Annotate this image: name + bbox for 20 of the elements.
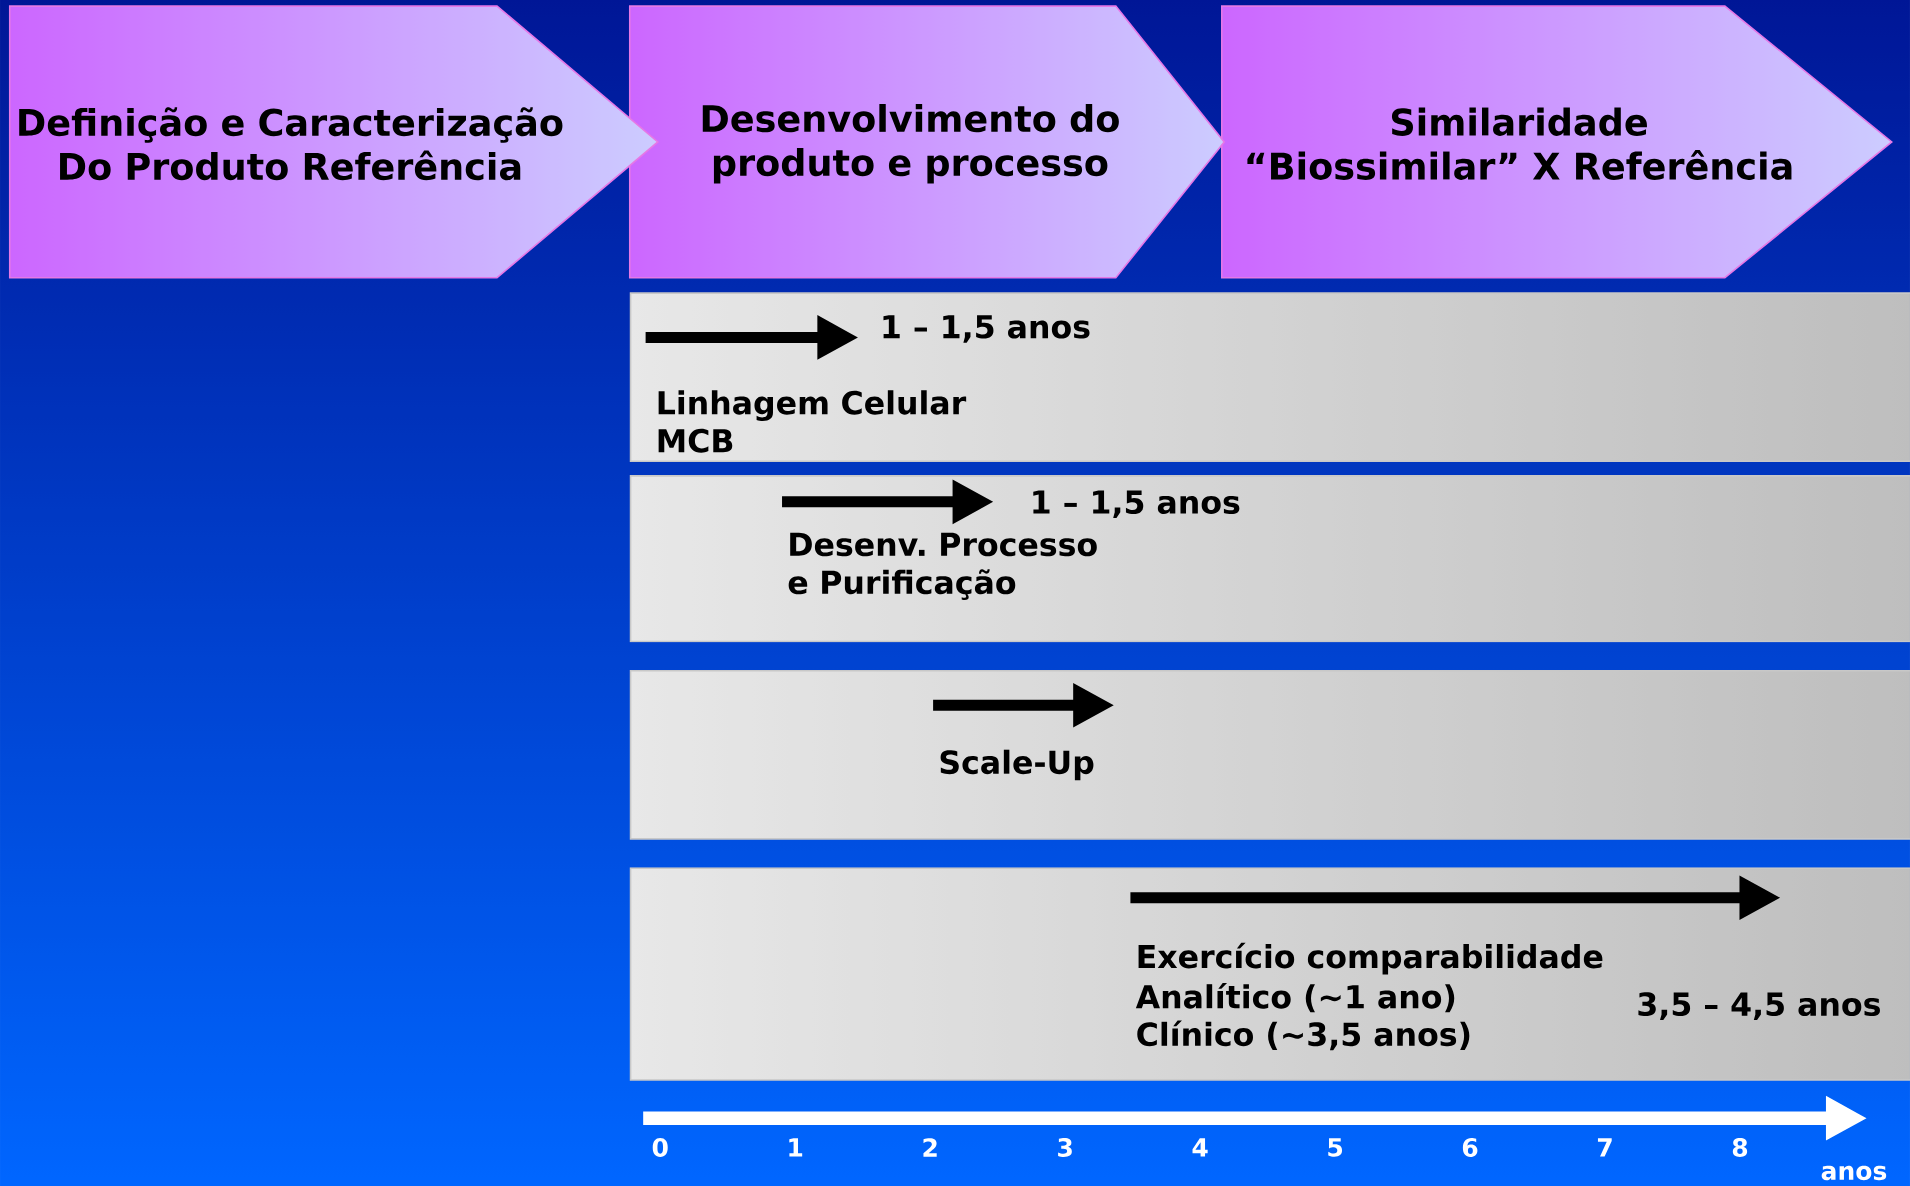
phase-box: Desenvolvimento do produto e processo xyxy=(628,5,1226,279)
tick-label: 1 xyxy=(789,1138,803,1157)
tick-label: 4 xyxy=(1192,1138,1208,1157)
phase-label: Scale-Up xyxy=(940,749,1094,781)
tick-label: 2 xyxy=(923,1137,937,1157)
tick-label: 0 xyxy=(652,1137,668,1157)
phase-label: Exercício comparabilidade xyxy=(1138,942,1603,975)
duration-label: 1 – 1,5 anos xyxy=(883,314,1090,343)
duration-label: 3,5 – 4,5 anos xyxy=(1638,992,1880,1020)
phase-label: Linhagem Celular MCB xyxy=(658,390,967,453)
duration-label: 1 – 1,5 anos xyxy=(1033,490,1240,518)
tick-label: 7 xyxy=(1597,1138,1612,1157)
phase-label: Desenv. Processo e Purificação xyxy=(788,532,1097,600)
tick-label: 5 xyxy=(1328,1137,1343,1157)
tick-label: 6 xyxy=(1462,1137,1478,1157)
phase-label: Analítico (~1 ano) xyxy=(1135,982,1455,1013)
tick-label: 8 xyxy=(1732,1137,1748,1157)
axis-label: anos xyxy=(1821,1165,1887,1180)
phase-label: Clínico (~3,5 anos) xyxy=(1137,1020,1470,1051)
tick-label: 3 xyxy=(1058,1137,1072,1157)
